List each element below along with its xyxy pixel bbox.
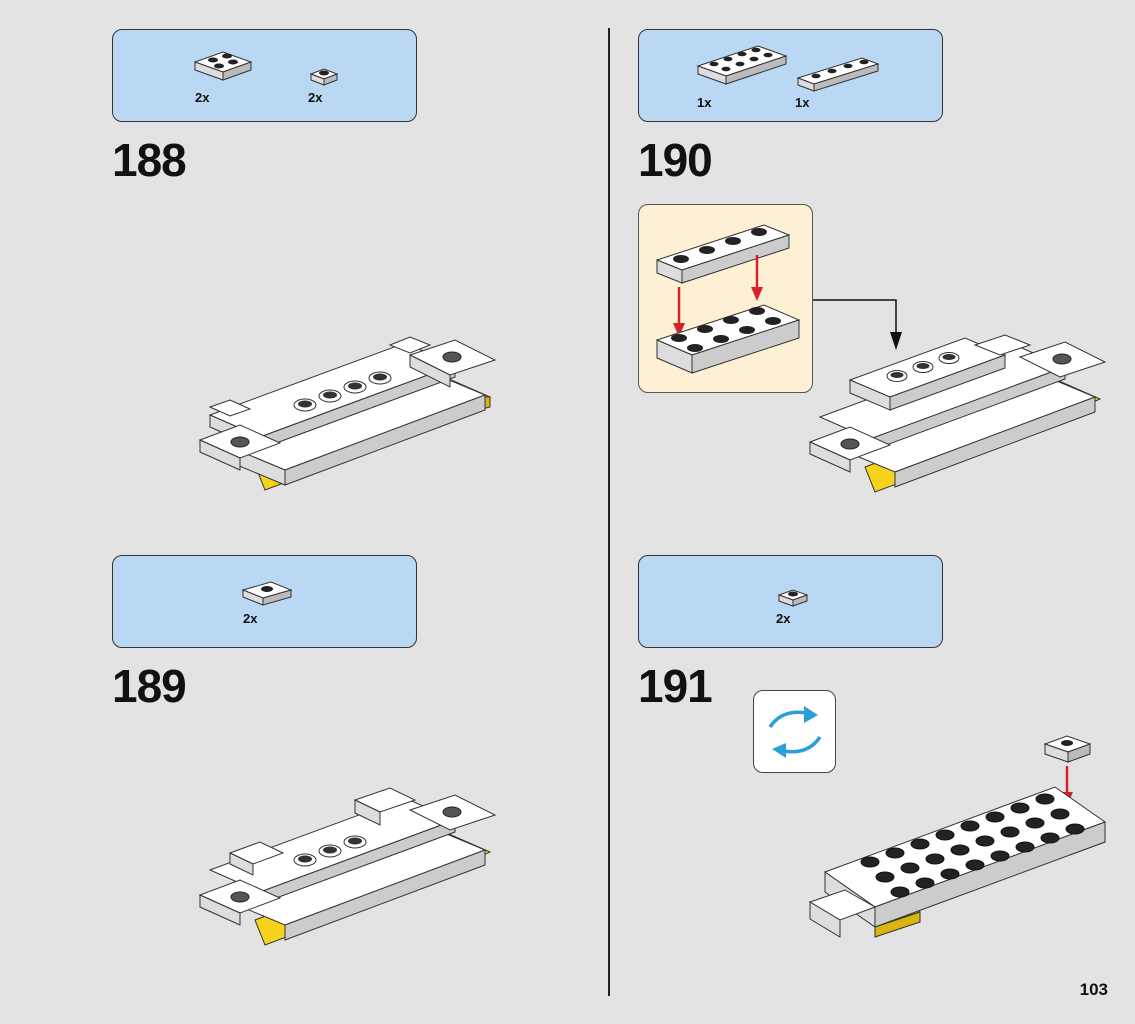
model-assembly-188 — [198, 336, 497, 491]
callout-pointer-arrow — [813, 299, 902, 350]
step-number: 189 — [112, 660, 187, 712]
page-divider — [608, 28, 610, 996]
plate-2x4-icon — [696, 45, 788, 85]
part-qty: 2x — [243, 611, 258, 626]
part-qty: 2x — [308, 90, 323, 105]
parts-box-step-189: 2x — [112, 555, 417, 648]
parts-box-step-190: 1x 1x — [638, 29, 943, 122]
jumper-plate-icon — [241, 581, 293, 606]
part-qty: 1x — [795, 95, 810, 110]
plate-2x2-icon — [193, 51, 253, 81]
parts-box-step-188: 2x 2x — [112, 29, 417, 122]
page-number: 103 — [1079, 980, 1108, 999]
step-number: 188 — [112, 134, 187, 186]
part-qty: 2x — [776, 611, 791, 626]
part-qty: 2x — [195, 90, 210, 105]
step-number: 190 — [638, 134, 713, 186]
parts-box-step-191: 2x — [638, 555, 943, 648]
plate-1x4-icon — [796, 57, 880, 92]
rotate-model-icon — [753, 690, 836, 773]
sub-assembly-callout — [638, 204, 813, 393]
part-qty: 1x — [697, 95, 712, 110]
step-number: 191 — [638, 660, 713, 712]
model-assembly-191 — [808, 735, 1107, 938]
plate-1x1-icon — [309, 68, 339, 86]
model-assembly-190 — [808, 334, 1107, 493]
model-assembly-189 — [198, 787, 497, 946]
sub-assembly-diagram — [655, 224, 801, 374]
plate-1x1-icon — [777, 589, 809, 607]
